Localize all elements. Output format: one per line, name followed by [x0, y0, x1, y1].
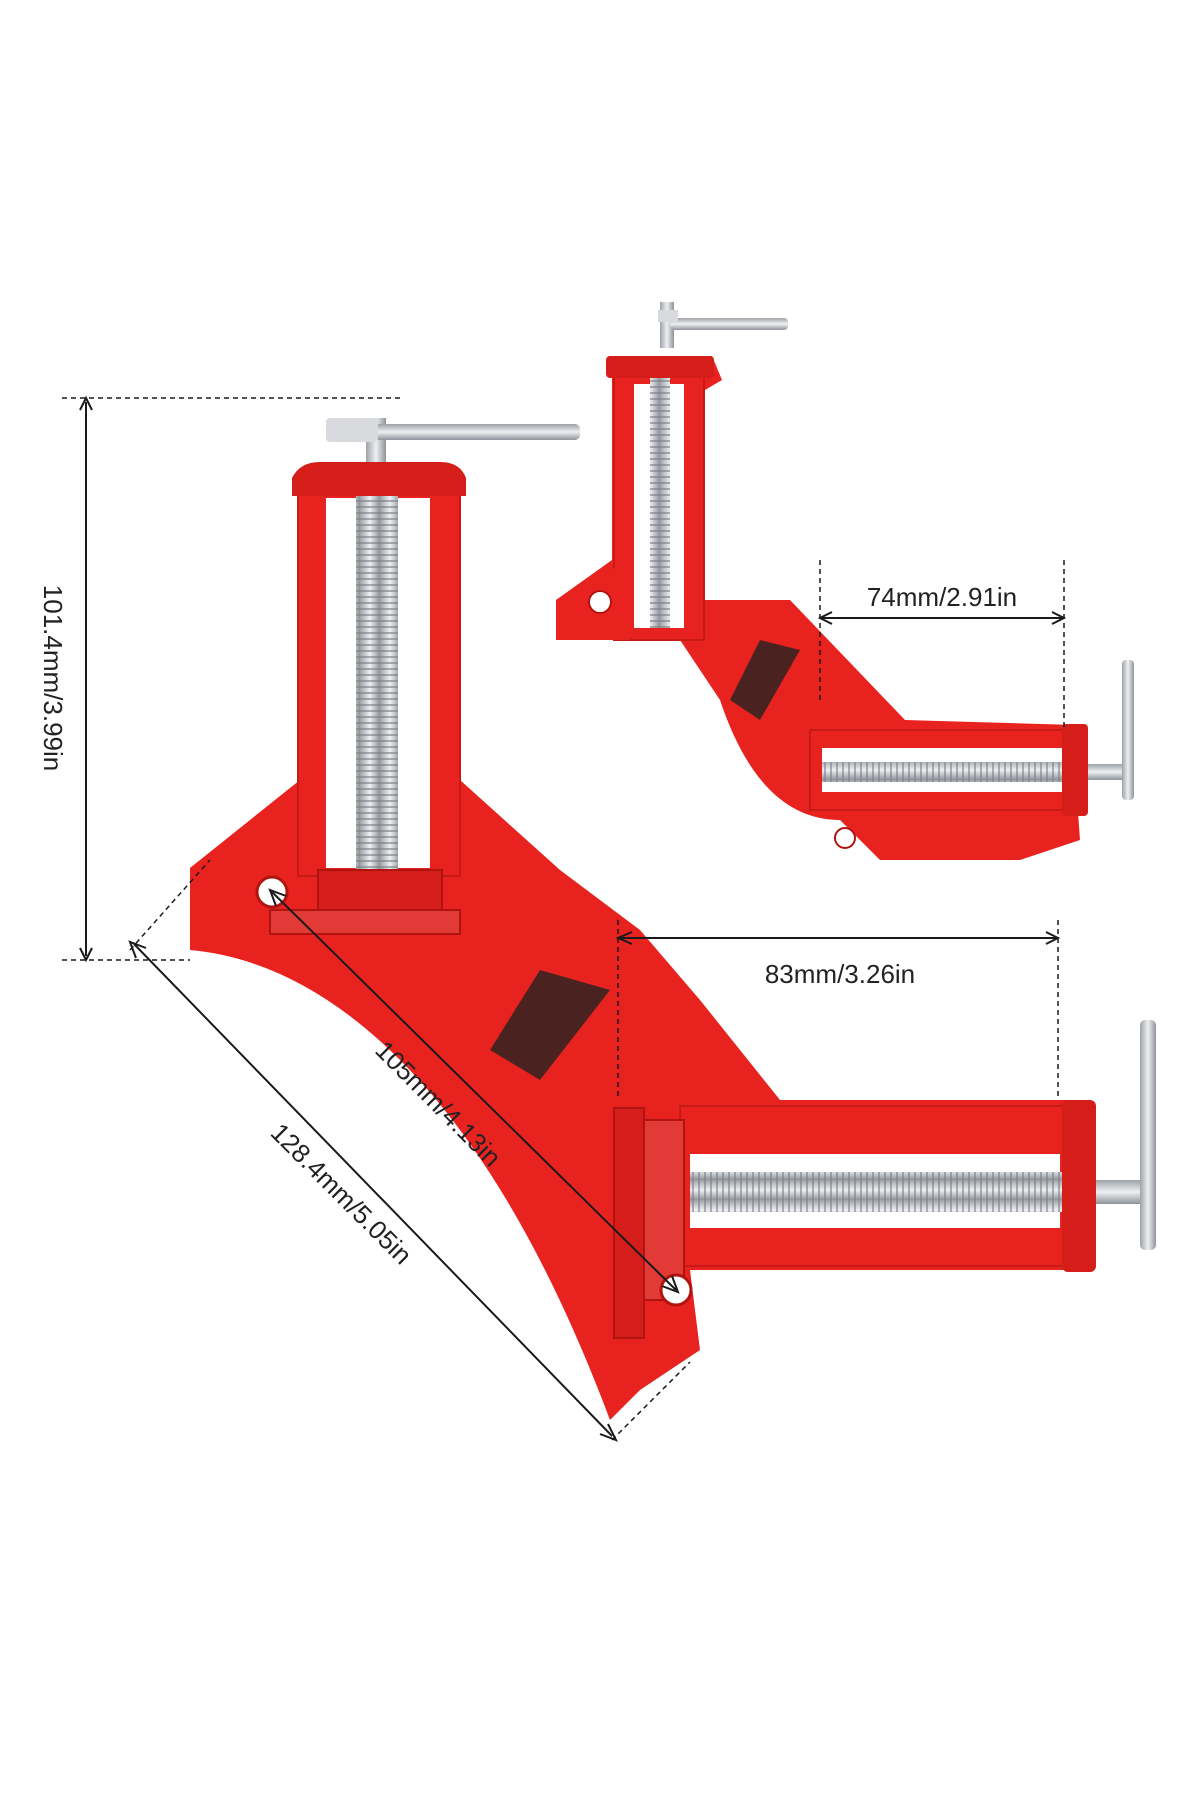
- small-corner-clamp: [556, 302, 1134, 860]
- dimension-height-label: 101.4mm/3.99in: [38, 585, 68, 771]
- dimension-large-jaw-label: 83mm/3.26in: [765, 959, 915, 989]
- small-clamp-mount-hole-2: [834, 827, 856, 849]
- small-clamp-mount-hole: [588, 590, 612, 614]
- dimension-outer-diagonal-label: 128.4mm/5.05in: [265, 1117, 418, 1270]
- large-clamp-pad: [490, 970, 610, 1080]
- small-clamp-side-handle: [1088, 660, 1134, 800]
- dimension-small-jaw-label: 74mm/2.91in: [867, 582, 1017, 612]
- large-clamp-top-handle: [326, 418, 580, 488]
- large-clamp-side-handle: [1096, 1020, 1156, 1250]
- small-clamp-screw-horizontal: [822, 762, 1067, 782]
- large-clamp-screw-vertical: [356, 486, 398, 870]
- large-clamp-screw-horizontal: [690, 1172, 1070, 1212]
- small-clamp-top-handle: [658, 302, 788, 348]
- large-corner-clamp: [190, 418, 1156, 1420]
- small-clamp-screw-vertical: [650, 378, 670, 628]
- dimension-annotations: [62, 395, 1067, 1442]
- small-clamp-pad: [730, 640, 800, 720]
